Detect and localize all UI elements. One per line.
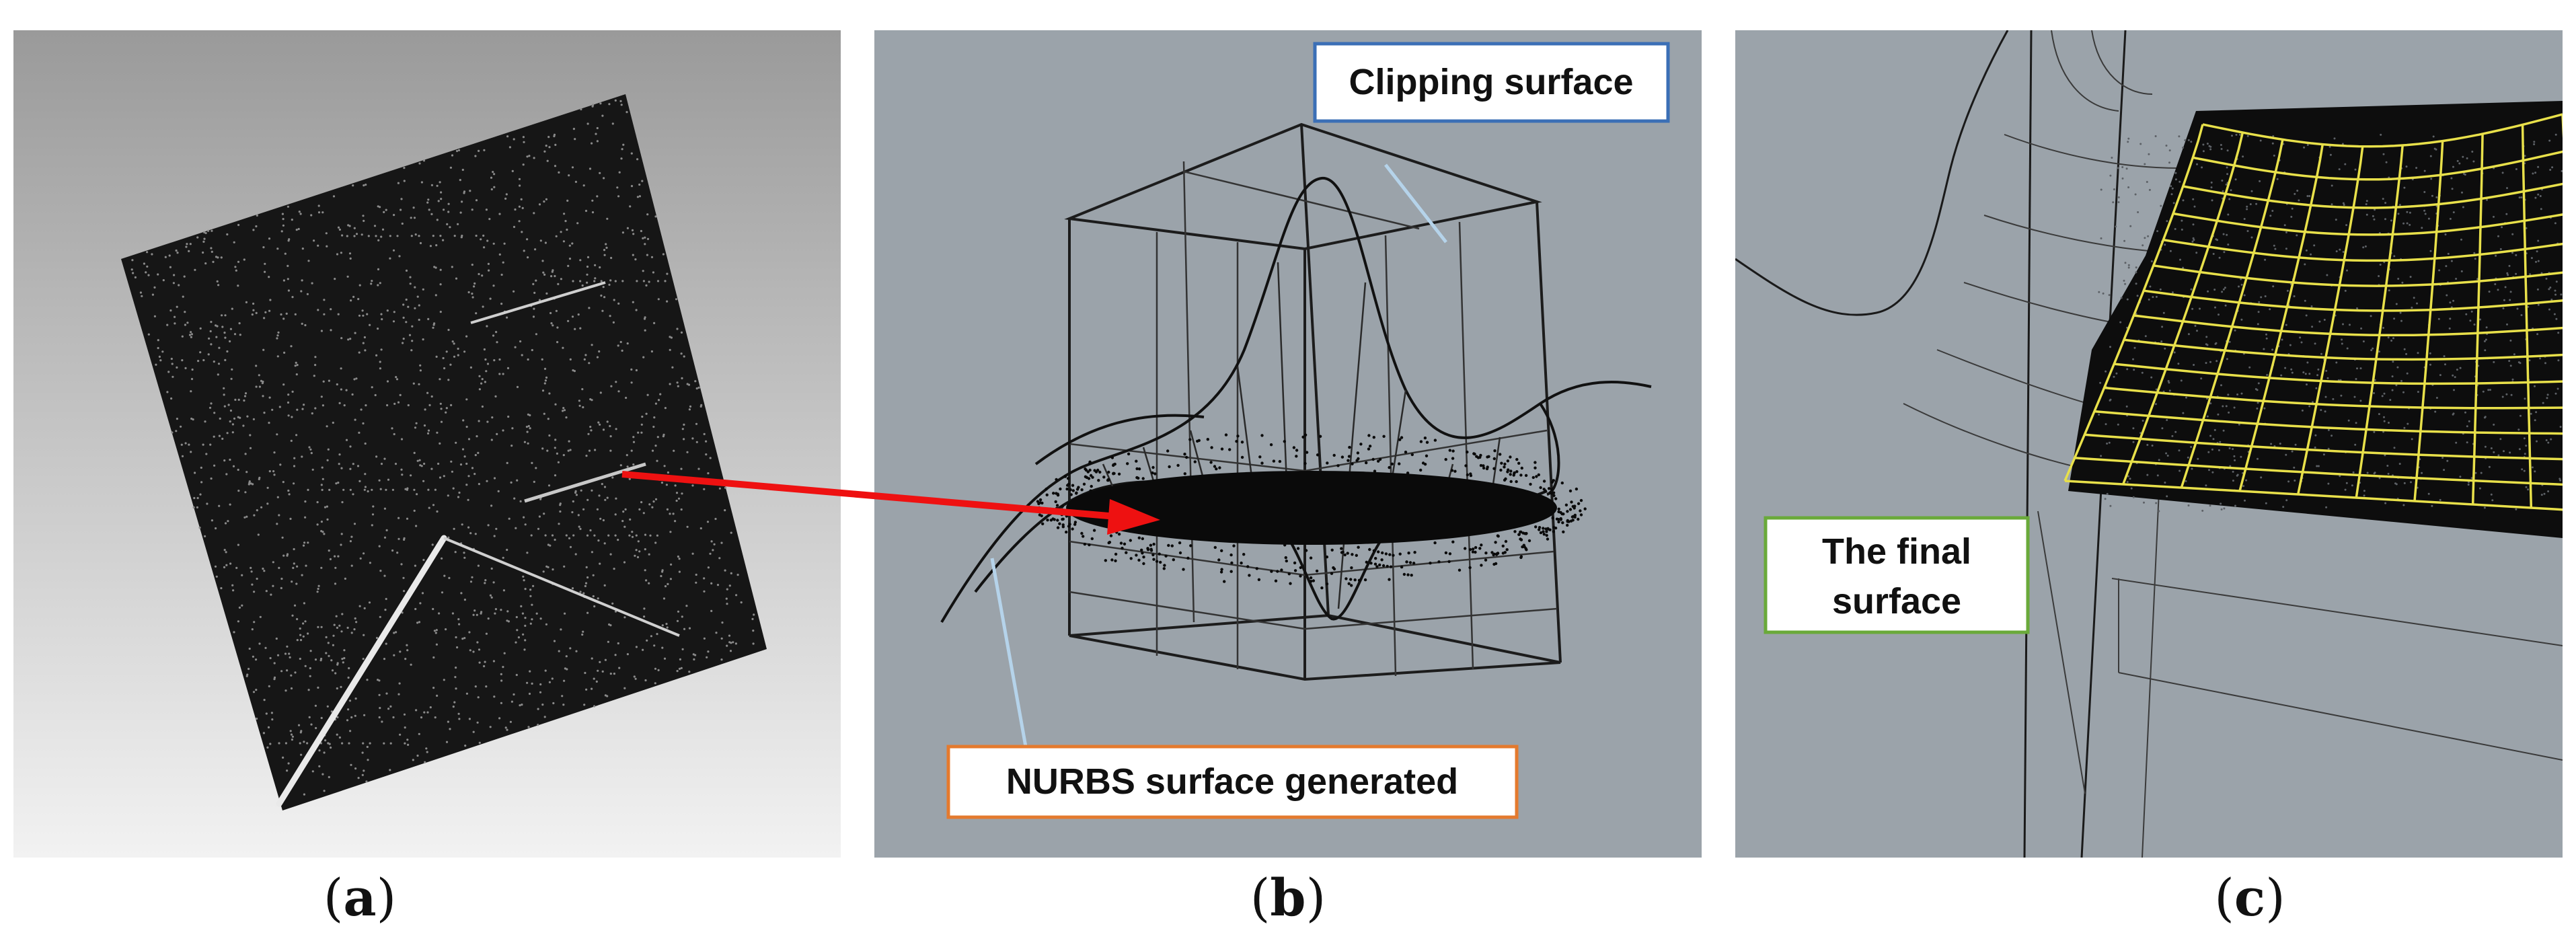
panel-label-c: (c) (2214, 868, 2285, 928)
panel-label-b: (b) (1250, 868, 1326, 928)
roof-point-cloud (121, 94, 767, 810)
roof-ridge-line (443, 537, 680, 637)
clipping-surface-callout-box (1313, 42, 1670, 123)
panel-label-a: (a) (323, 868, 397, 928)
nurbs-pointer-line (990, 558, 1028, 747)
correspondence-arrow (621, 471, 1160, 535)
roof-ridge-line (276, 535, 447, 807)
final-surface-callout-line1: The final (1822, 531, 1971, 572)
roof-ridge-line (524, 462, 646, 503)
dense-point-cloud (1066, 471, 1557, 545)
panel-b-viewport (874, 30, 1702, 858)
panel-c-final-view: The final surface (1735, 30, 2563, 858)
final-surface-callout-line2: surface (1832, 581, 1961, 621)
roof-ridge-line (470, 281, 606, 324)
point-cloud-edge (1036, 433, 1587, 590)
clipping-surface-callout: Clipping surface (1349, 62, 1633, 102)
final-surface-callout-box (1764, 516, 2030, 634)
nurbs-callout-box (946, 745, 1519, 819)
clipping-pointer-line (1384, 163, 1447, 243)
panel-a-point-cloud-view (13, 30, 841, 858)
point-cloud-speckle (130, 99, 755, 799)
panel-b-clipping-view: Clipping surface NURBS surface generated (874, 30, 1702, 858)
final-surface-wire-grid (2063, 113, 2563, 511)
nurbs-surface-callout: NURBS surface generated (1006, 761, 1458, 802)
